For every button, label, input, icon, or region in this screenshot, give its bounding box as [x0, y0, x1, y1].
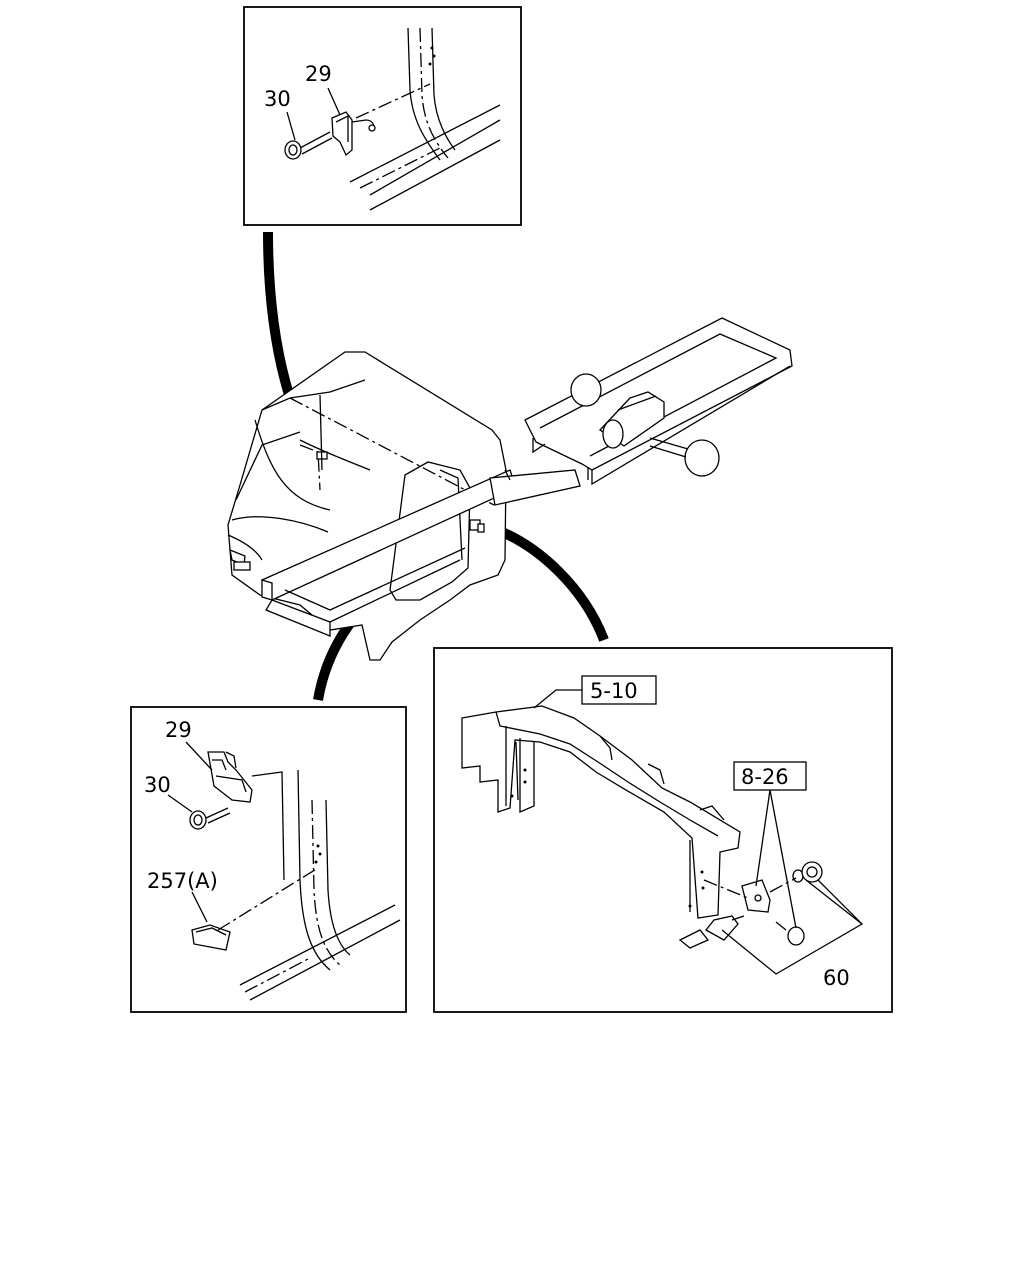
- ref-box-5-10: [581, 675, 657, 705]
- rear-frame-rail: [524, 317, 793, 471]
- truck-chassis-illustration: [227, 317, 793, 661]
- bracket-29: [331, 111, 353, 157]
- bottom-left-inset-frame: [130, 706, 407, 1013]
- bottom-right-inset: 5-10 8-26 60: [433, 647, 893, 1013]
- bottom-left-inset: 29 30 257(A): [130, 706, 407, 1013]
- ref-label-5-10[interactable]: 5-10: [590, 679, 638, 703]
- top-inset-frame: [243, 6, 522, 226]
- bracket-29: [207, 751, 253, 803]
- callout-curve-bottom-right: [490, 523, 609, 642]
- top-inset-label-30: 30: [264, 87, 291, 111]
- label-60: 60: [823, 966, 850, 990]
- sensor-60: [705, 915, 739, 941]
- ref-label-8-26[interactable]: 8-26: [741, 765, 789, 789]
- top-inset: 29 30: [243, 6, 522, 226]
- top-inset-label-29: 29: [305, 62, 332, 86]
- rear-wheel: [684, 439, 720, 477]
- bottom-left-label-257a: 257(A): [147, 869, 218, 893]
- bottom-right-inset-frame: [433, 647, 893, 1013]
- bottom-left-label-29: 29: [165, 718, 192, 742]
- frame-member-5-10: [461, 705, 741, 919]
- bottom-left-label-30: 30: [144, 773, 171, 797]
